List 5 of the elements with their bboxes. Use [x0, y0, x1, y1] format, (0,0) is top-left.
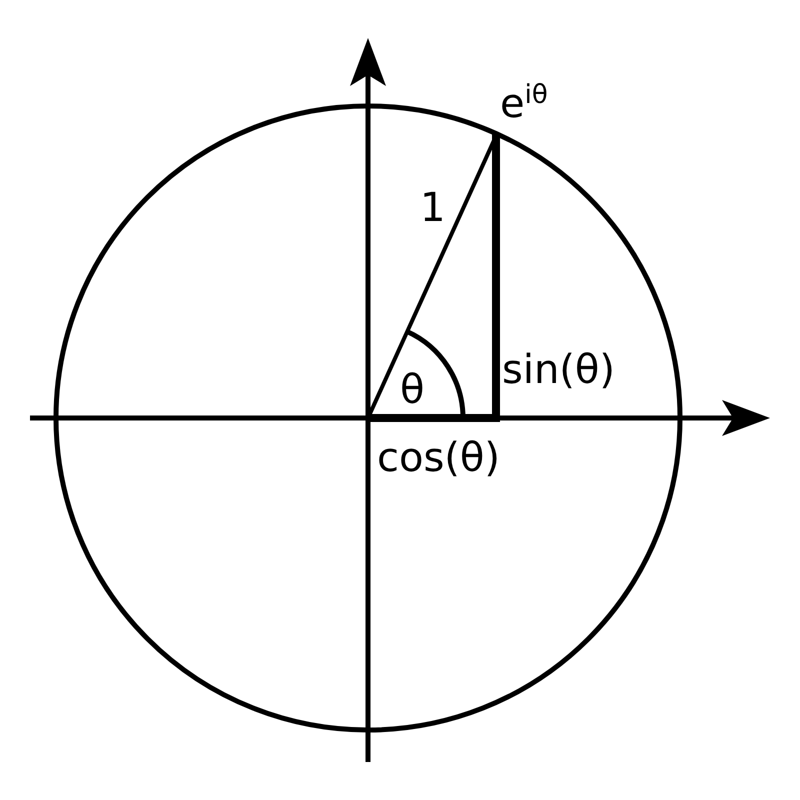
cosine-label: cos(θ) — [377, 438, 500, 478]
radius-label: 1 — [420, 188, 446, 228]
angle-label: θ — [400, 370, 424, 410]
point-label: e$^{iθ}$ — [500, 84, 548, 124]
sine-label: sin(θ) — [502, 350, 615, 390]
